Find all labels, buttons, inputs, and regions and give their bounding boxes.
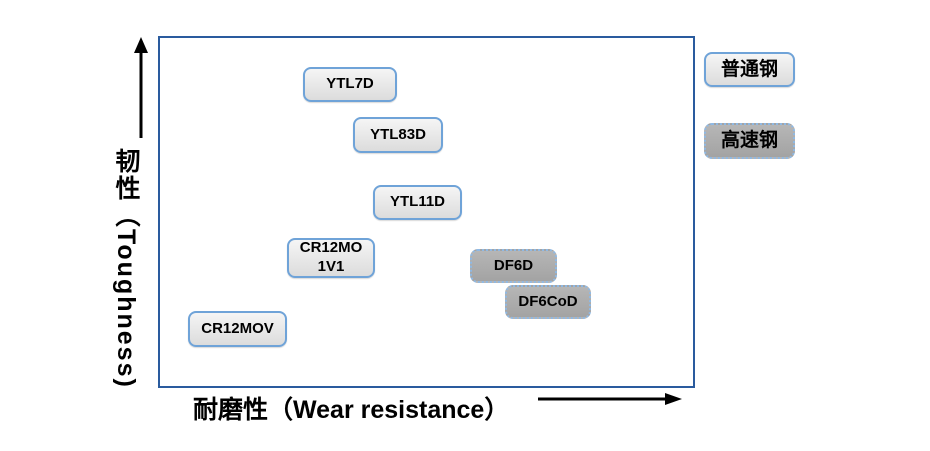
chart-node-ytl11d: YTL11D: [373, 185, 462, 220]
x-axis-label: 耐磨性（Wear resistance）: [193, 396, 510, 424]
legend-item-普通钢: 普通钢: [704, 52, 795, 87]
chart-node-df6d: DF6D: [470, 249, 557, 283]
chart-node-cr12mo-1v1: CR12MO 1V1: [287, 238, 375, 278]
x-axis-arrow-icon: [538, 393, 682, 405]
y-axis-arrow-icon: [134, 37, 148, 138]
chart-node-ytl83d: YTL83D: [353, 117, 443, 153]
y-axis-label: 韧性（Toughness): [112, 148, 140, 389]
chart-node-cr12mov: CR12MOV: [188, 311, 287, 347]
chart-node-ytl7d: YTL7D: [303, 67, 397, 102]
legend-item-高速钢: 高速钢: [704, 123, 795, 159]
chart-node-df6cod: DF6CoD: [505, 285, 591, 319]
